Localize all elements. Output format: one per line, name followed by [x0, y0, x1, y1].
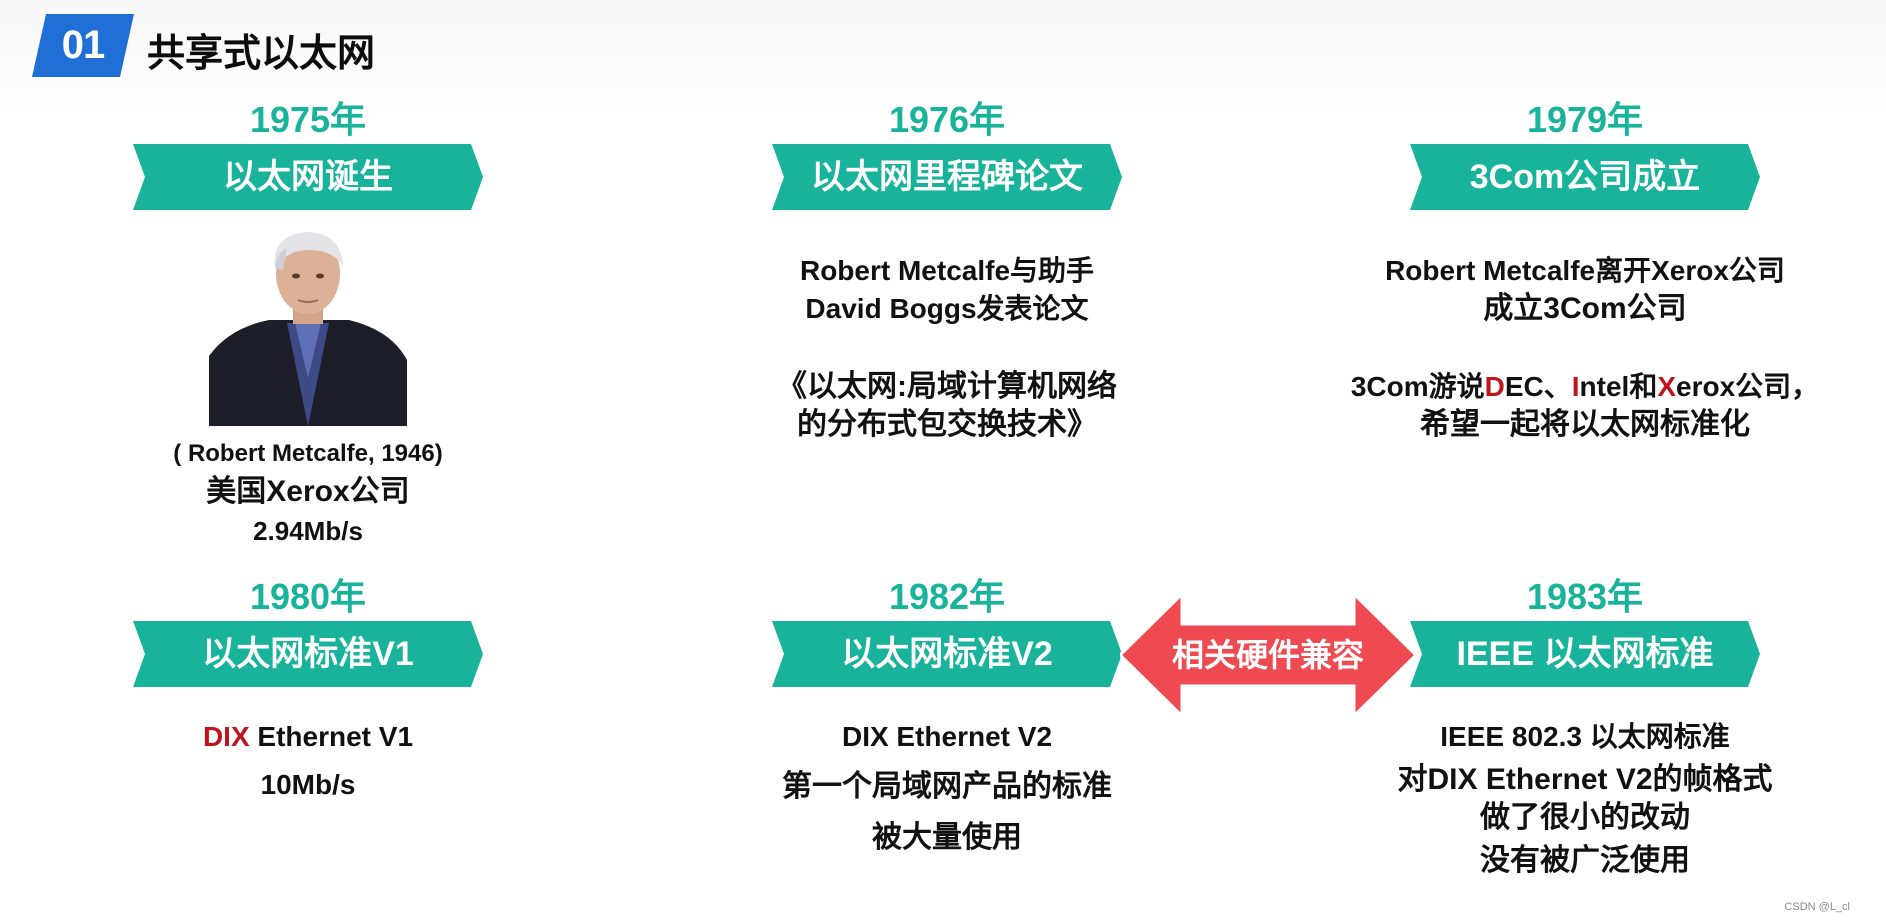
ribbon-title: 以太网诞生 — [133, 144, 483, 210]
arrow-label: 相关硬件兼容 — [1120, 594, 1416, 716]
year-label: 1983年 — [1350, 575, 1820, 619]
description-line: 第一个局域网产品的标准 — [712, 761, 1182, 813]
title-ribbon: 以太网标准V1 — [133, 621, 483, 687]
timeline-item-1980: 1980年 以太网标准V1 DIX Ethernet V1 10Mb/s — [73, 575, 543, 809]
description-line: Robert Metcalfe与助手 — [712, 252, 1182, 290]
title-ribbon: 以太网诞生 — [133, 144, 483, 210]
description-line: IEEE 802.3 以太网标准 — [1350, 713, 1820, 761]
company-line: 美国Xerox公司 — [73, 472, 543, 512]
description-line: 对DIX Ethernet V2的帧格式 — [1350, 761, 1820, 799]
section-number: 01 — [32, 14, 134, 77]
ribbon-title: 以太网标准V1 — [133, 621, 483, 687]
timeline-item-1982: 1982年 以太网标准V2 DIX Ethernet V2 第一个局域网产品的标… — [712, 575, 1182, 863]
ribbon-title: IEEE 以太网标准 — [1410, 621, 1760, 687]
portrait-image — [209, 228, 407, 426]
paper-title-line: 《以太网:局域计算机网络 — [712, 368, 1182, 406]
description-line: 被大量使用 — [712, 813, 1182, 863]
ribbon-title: 以太网里程碑论文 — [772, 144, 1122, 210]
year-label: 1982年 — [712, 575, 1182, 619]
text-segment: Ethernet V1 — [250, 721, 413, 752]
timeline-item-1976: 1976年 以太网里程碑论文 Robert Metcalfe与助手 David … — [712, 98, 1182, 444]
description-line: David Boggs发表论文 — [712, 290, 1182, 328]
title-ribbon: 以太网里程碑论文 — [772, 144, 1122, 210]
description-line: 希望一起将以太网标准化 — [1350, 406, 1820, 444]
year-label: 1976年 — [712, 98, 1182, 142]
text-segment: EC、 — [1505, 371, 1572, 402]
title-ribbon: 3Com公司成立 — [1410, 144, 1760, 210]
timeline-item-1975: 1975年 以太网诞生 ( Robert Metcalfe, 1946) 美国X… — [73, 98, 543, 550]
highlight-text: DIX — [203, 721, 250, 752]
section-number-badge: 01 — [32, 14, 134, 77]
watermark: CSDN @L_cl — [1784, 901, 1850, 913]
title-ribbon: IEEE 以太网标准 — [1410, 621, 1760, 687]
description-line: 做了很小的改动 — [1350, 799, 1820, 837]
portrait-photo — [209, 228, 407, 426]
text-segment: erox公司， — [1676, 371, 1819, 402]
year-label: 1975年 — [73, 98, 543, 142]
speed-line: 10Mb/s — [73, 761, 543, 809]
description-line: 没有被广泛使用 — [1350, 837, 1820, 885]
text-segment: ntel和 — [1580, 371, 1658, 402]
ribbon-title: 以太网标准V2 — [772, 621, 1122, 687]
page-title: 共享式以太网 — [147, 22, 375, 77]
paper-title-line: 的分布式包交换技术》 — [712, 406, 1182, 444]
highlight-letter: X — [1657, 371, 1676, 402]
ribbon-title: 3Com公司成立 — [1410, 144, 1760, 210]
person-caption: ( Robert Metcalfe, 1946) — [73, 436, 543, 472]
description-line-lobby: 3Com游说DEC、Intel和Xerox公司， — [1350, 368, 1820, 406]
title-ribbon: 以太网标准V2 — [772, 621, 1122, 687]
description-line: DIX Ethernet V2 — [712, 713, 1182, 761]
year-label: 1979年 — [1350, 98, 1820, 142]
text-segment: 3Com游说 — [1351, 371, 1485, 402]
speed-line: 2.94Mb/s — [73, 512, 543, 550]
timeline-item-1983: 1983年 IEEE 以太网标准 IEEE 802.3 以太网标准 对DIX E… — [1350, 575, 1820, 885]
description-line: Robert Metcalfe离开Xerox公司 — [1350, 252, 1820, 290]
timeline-item-1979: 1979年 3Com公司成立 Robert Metcalfe离开Xerox公司 … — [1350, 98, 1820, 444]
description-line: 成立3Com公司 — [1350, 290, 1820, 328]
year-label: 1980年 — [73, 575, 543, 619]
highlight-letter: I — [1572, 371, 1580, 402]
compatibility-double-arrow: 相关硬件兼容 — [1120, 594, 1416, 716]
highlight-letter: D — [1485, 371, 1505, 402]
description-line: DIX Ethernet V1 — [73, 713, 543, 761]
